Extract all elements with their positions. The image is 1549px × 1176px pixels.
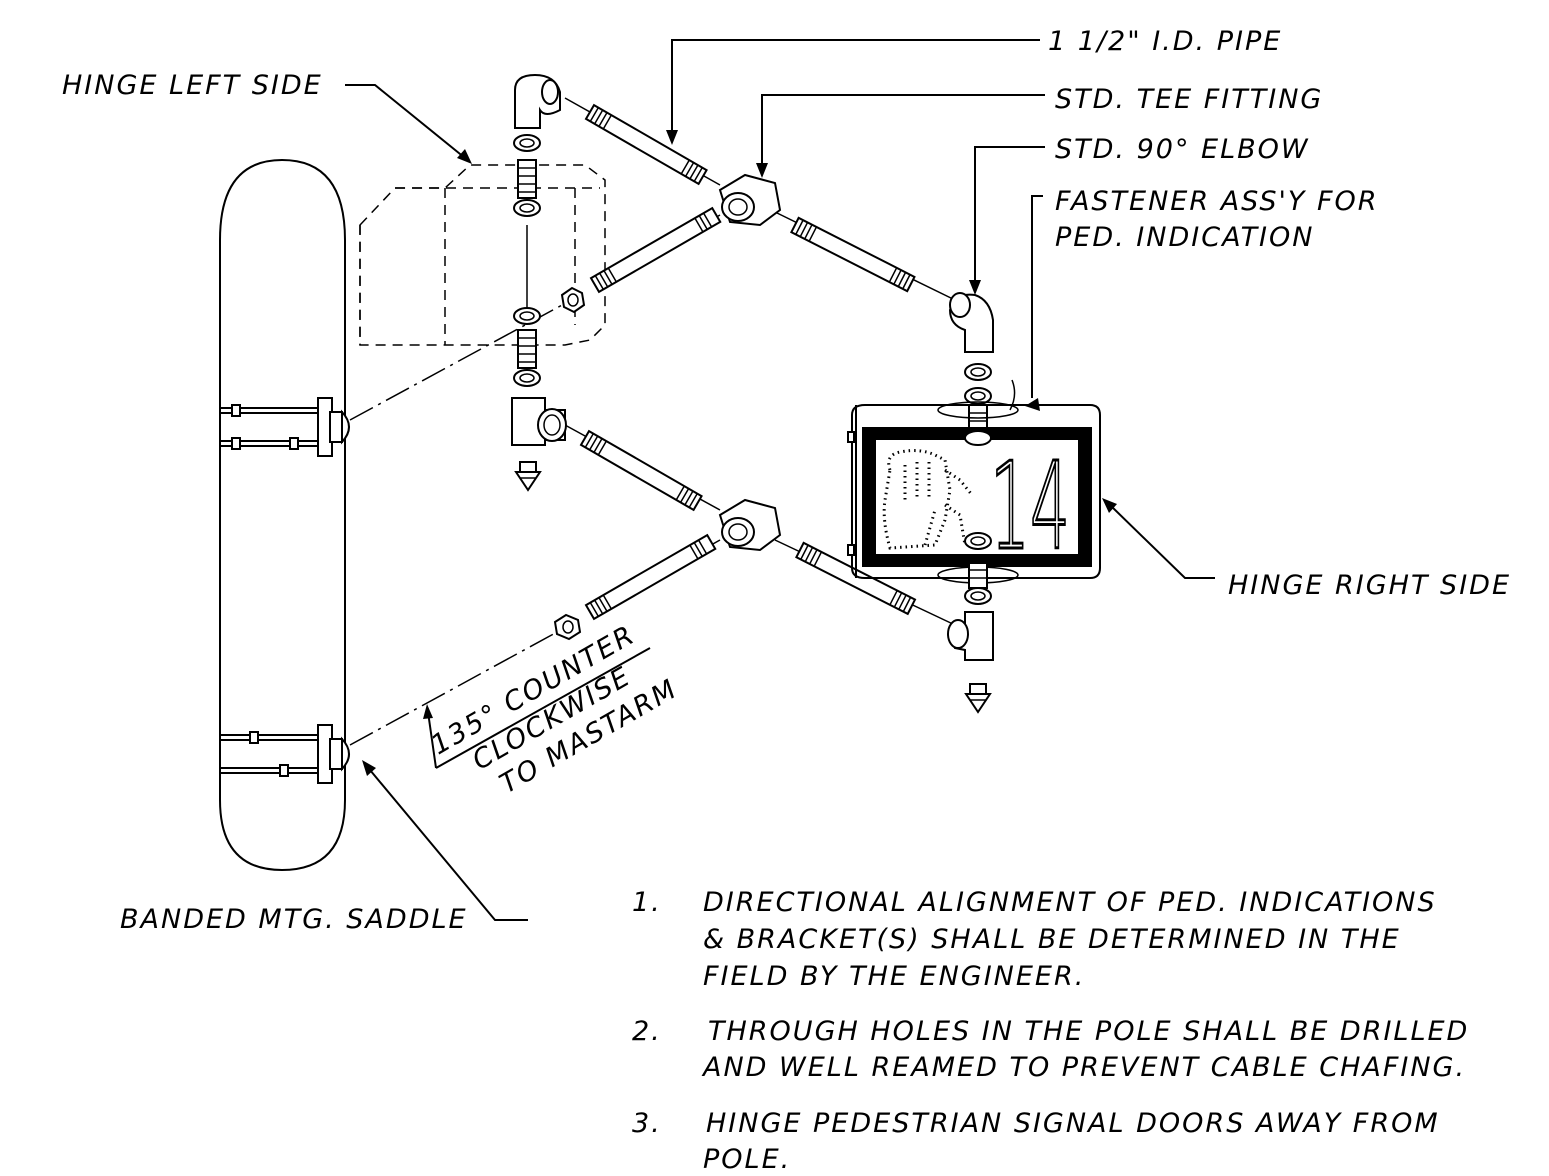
note-1-line-1: DIRECTIONAL ALIGNMENT OF PED. INDICATION… bbox=[703, 887, 1437, 918]
upper-tee bbox=[718, 173, 782, 227]
upper-saddle bbox=[220, 397, 350, 457]
notes: 1. DIRECTIONAL ALIGNMENT OF PED. INDICAT… bbox=[632, 887, 1469, 1175]
fastener-label-line2: PED. INDICATION bbox=[1055, 222, 1314, 253]
elbow-label: STD. 90° ELBOW bbox=[1055, 134, 1310, 165]
saddle-label: BANDED MTG. SADDLE bbox=[120, 904, 468, 935]
center-lines bbox=[349, 97, 956, 746]
hinge-right-label: HINGE RIGHT SIDE bbox=[1228, 570, 1511, 601]
note-3-line-2: POLE. bbox=[703, 1144, 791, 1175]
pole bbox=[219, 158, 346, 872]
left-fitting-stack bbox=[511, 73, 586, 492]
note-3-number: 3. bbox=[632, 1108, 662, 1139]
left-signal-outline bbox=[359, 164, 606, 346]
pedestrian-signal: 14 bbox=[847, 401, 1101, 584]
note-3-line-1: HINGE PEDESTRIAN SIGNAL DOORS AWAY FROM bbox=[706, 1108, 1440, 1139]
note-1-line-3: FIELD BY THE ENGINEER. bbox=[703, 961, 1085, 992]
note-2-number: 2. bbox=[632, 1016, 662, 1047]
note-2-line-2: AND WELL REAMED TO PREVENT CABLE CHAFING… bbox=[701, 1052, 1466, 1083]
note-1-line-2: & BRACKET(S) SHALL BE DETERMINED IN THE bbox=[703, 924, 1401, 955]
pipes bbox=[553, 103, 917, 641]
lower-saddle bbox=[220, 724, 350, 784]
hinge-left-label: HINGE LEFT SIDE bbox=[62, 70, 323, 101]
note-1-number: 1. bbox=[632, 887, 662, 918]
pipe-label: 1 1/2" I.D. PIPE bbox=[1048, 26, 1282, 57]
note-2-line-1: THROUGH HOLES IN THE POLE SHALL BE DRILL… bbox=[708, 1016, 1469, 1047]
fastener-label-line1: FASTENER ASS'Y FOR bbox=[1055, 186, 1379, 217]
lower-right-stack bbox=[947, 562, 994, 714]
rotation-note: 135° COUNTER CLOCKWISE TO MASTARM bbox=[426, 619, 683, 800]
countdown-display: 14 bbox=[990, 438, 1070, 577]
leader-lines bbox=[345, 39, 1215, 921]
tee-label: STD. TEE FITTING bbox=[1055, 84, 1323, 115]
lower-tee bbox=[718, 498, 782, 552]
